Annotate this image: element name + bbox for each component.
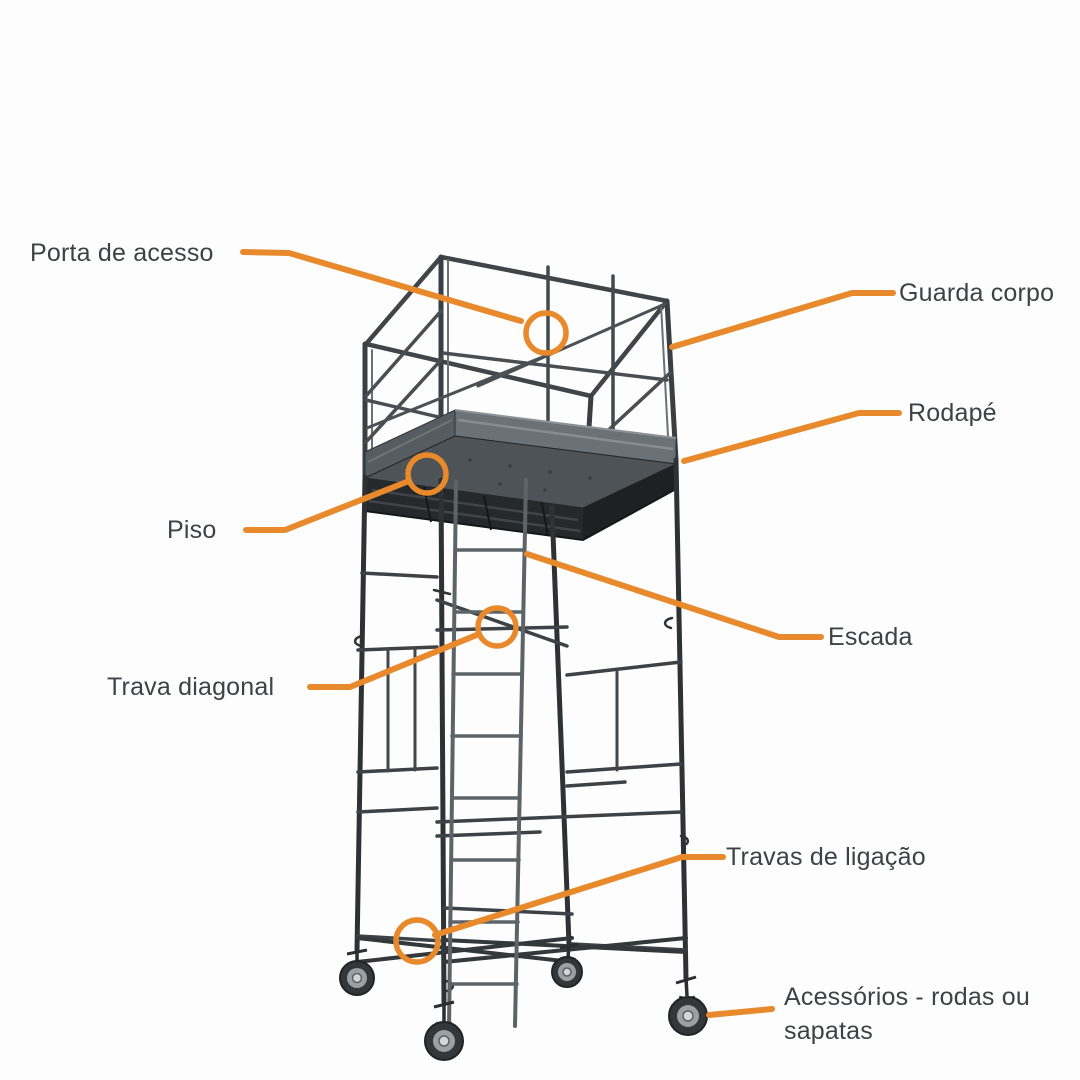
trava-diagonal-leader-line [307, 631, 482, 690]
label-porta-de-acesso: Porta de acesso [30, 239, 214, 267]
label-acessorios: Acessórios - rodas ou sapatas [784, 983, 1030, 1045]
scaffold-top-cage [362, 254, 679, 511]
callouts [240, 249, 902, 1018]
access-door-frame [546, 265, 615, 438]
label-trava-diagonal: Trava diagonal [107, 673, 275, 701]
escada-leader-line [524, 551, 824, 640]
label-travas-de-ligacao: Travas de ligação [726, 843, 926, 871]
label-piso: Piso [167, 516, 217, 544]
label-guarda-corpo: Guarda corpo [899, 279, 1055, 307]
caster-wheels [339, 942, 708, 1061]
caster-wheel [668, 975, 708, 1036]
piso-highlight-circle [405, 452, 449, 496]
trava-diagonal-highlight-circle [475, 605, 519, 649]
guarda-corpo-leader-line [669, 290, 896, 350]
porta-de-acesso-leader-line [240, 249, 524, 324]
porta-de-acesso-highlight-circle [523, 310, 569, 356]
caster-wheel [339, 948, 375, 996]
travas-de-ligacao-leader-line [432, 854, 726, 938]
rodape-leader-line [681, 410, 902, 464]
diagonal-brace [435, 598, 569, 648]
caster-wheel [551, 942, 583, 988]
acessorios-leader-line [706, 1006, 775, 1018]
travas-de-ligacao-highlight-circle [393, 917, 441, 965]
piso-leader-line [243, 478, 412, 533]
caster-wheel [424, 1000, 464, 1061]
label-rodape: Rodapé [908, 399, 997, 427]
scaffold-platform [363, 409, 678, 542]
label-escada: Escada [828, 623, 913, 651]
